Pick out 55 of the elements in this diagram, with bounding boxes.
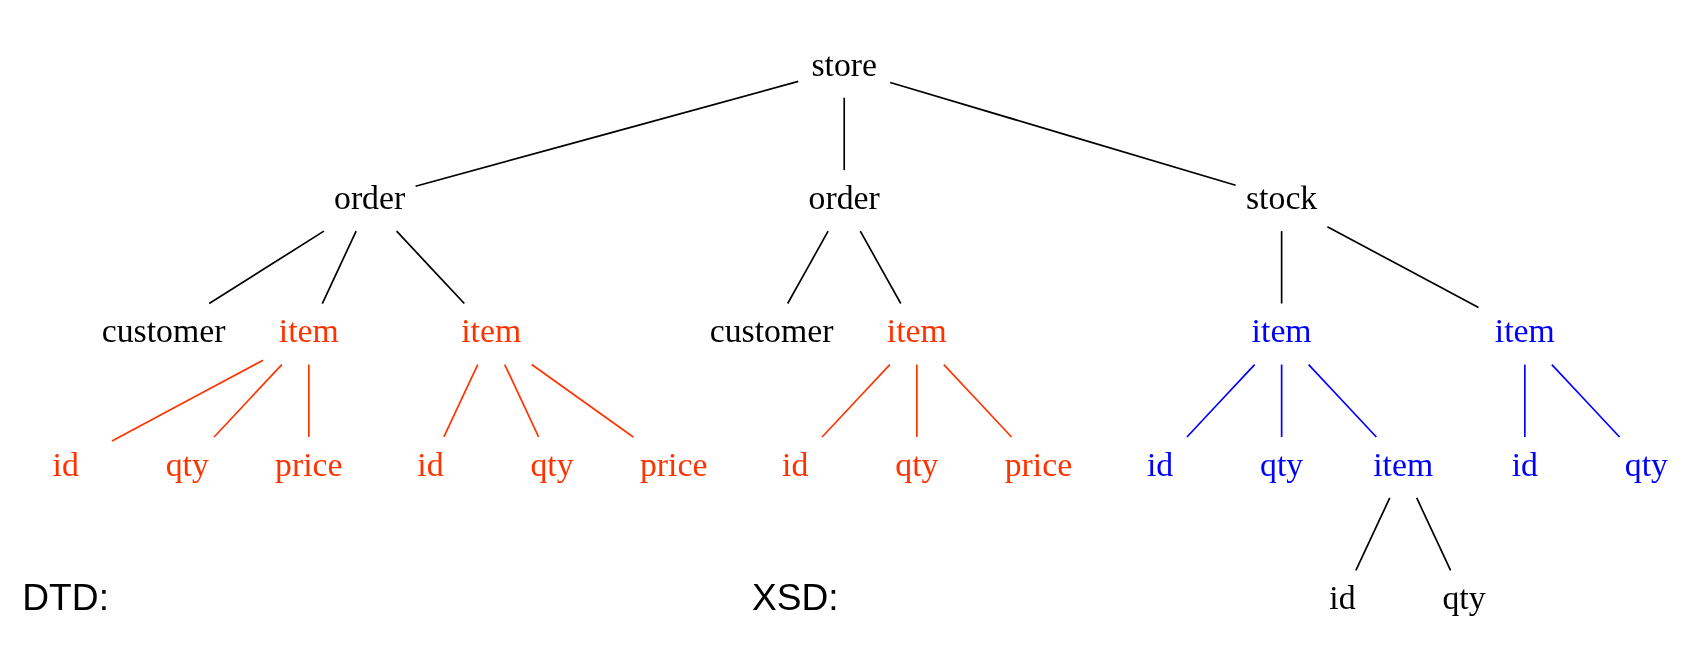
connector [111,359,264,442]
node-text: customer [709,312,834,350]
connector [1326,225,1480,309]
node-text: qty [1624,445,1669,483]
node-text: item [278,312,339,350]
node-text: order [334,179,406,217]
node-text: item [1494,312,1555,350]
connector [1415,497,1452,572]
connector [208,230,325,305]
connector [786,230,829,305]
connector [889,81,1237,187]
connector [942,363,1013,438]
node-text: qty [1442,579,1486,617]
node-text: order [808,179,880,217]
connector [859,230,902,305]
connector [1550,363,1621,438]
label: XSD: [751,576,839,619]
node-text: item [886,312,947,350]
node-text: id [782,445,809,483]
node-text: id [417,445,444,483]
node-text: item [461,312,522,350]
connector [321,230,357,305]
connector [916,363,918,438]
node-text: id [52,445,79,483]
node-text: price [1004,445,1073,483]
connector [1307,363,1378,438]
connector [1524,363,1526,438]
connector [843,96,846,171]
node-text: id [1329,579,1356,617]
connector [1355,497,1391,572]
node-text: item [1251,312,1312,350]
node-text: id [1511,445,1538,483]
connector [213,363,283,438]
node-text: stock [1245,179,1318,217]
node-text: customer [101,312,226,350]
node-text: price [275,445,343,483]
node-text: qty [530,445,574,483]
connector [1280,230,1283,305]
node-text: id [1146,445,1174,483]
connector [530,363,635,438]
connector [414,80,800,188]
connector [1186,363,1256,438]
label: DTD: [22,576,109,619]
node-text: qty [1260,445,1304,483]
connector [308,363,310,438]
connector [443,363,479,438]
node-text: price [639,445,708,483]
node-text: qty [895,445,939,483]
connector [821,363,891,438]
connector [1280,363,1283,438]
node-text: item [1373,445,1434,483]
node-text: store [811,45,878,83]
connector [503,363,540,438]
node-text: qty [165,445,209,483]
connector [395,230,466,305]
